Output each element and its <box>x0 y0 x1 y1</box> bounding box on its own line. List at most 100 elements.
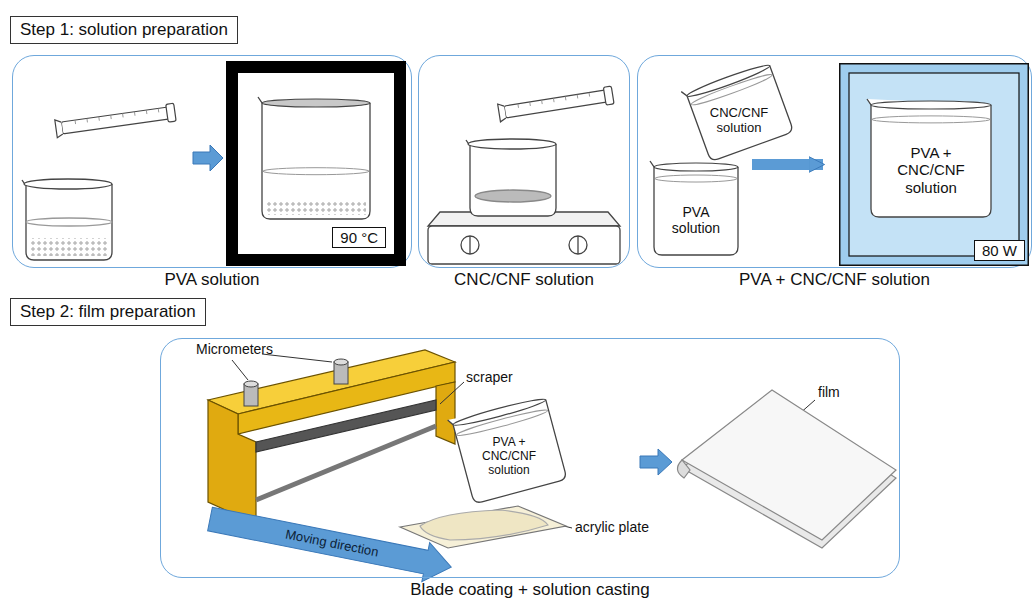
blade-coater <box>208 400 256 524</box>
tick-mark <box>589 93 591 97</box>
pva-beaker <box>22 179 112 260</box>
step-panel: CNC/CNF solution <box>418 55 630 268</box>
liquid-surface <box>263 168 369 175</box>
setting-tag: 90 °C <box>332 227 386 248</box>
tick-mark <box>86 118 88 122</box>
panel-caption: Blade coating + solution casting <box>141 580 919 600</box>
cnc-beaker <box>468 139 556 149</box>
step-label-box: Step 2: film preparation <box>10 298 206 326</box>
tick-mark <box>122 113 124 117</box>
part-label: Micrometers <box>196 341 273 357</box>
graduated-cylinder <box>166 103 176 122</box>
acrylic-plate <box>400 506 566 548</box>
oven-frame <box>226 61 406 266</box>
tick-mark <box>529 102 531 106</box>
beaker-rim <box>871 101 991 109</box>
tick-mark <box>98 117 100 121</box>
graduated-cylinder <box>55 103 176 138</box>
liquid-surface <box>690 72 773 108</box>
pva-beaker <box>22 180 112 260</box>
leader-line <box>440 382 464 404</box>
beaker-outline <box>448 394 567 505</box>
beaker-node: PVA + CNC/CNF solution <box>863 89 999 225</box>
beaker-label: PVA + CNC/CNF solution <box>879 144 983 196</box>
beaker-outline <box>258 97 370 219</box>
setting-tag: 80 W <box>974 240 1025 261</box>
beaker-node: CNC/CNF solution <box>687 63 791 157</box>
beaker-body <box>448 394 567 505</box>
bath-inner <box>849 73 1019 256</box>
graduated-cylinder <box>603 86 614 105</box>
acrylic-plate <box>400 506 566 548</box>
graduated-cylinder <box>75 108 159 124</box>
beaker-label: PVA + CNC/CNF solution <box>477 436 541 477</box>
beaker-rim <box>654 163 738 171</box>
beaker-body <box>258 97 370 219</box>
tick-mark <box>75 120 77 124</box>
liquid-surface <box>456 407 549 438</box>
cnc-beaker <box>466 139 556 216</box>
moving-direction-arrow <box>206 499 455 586</box>
stirrer-hotplate <box>469 236 470 254</box>
ultrasonic-bath-box: 80 W PVA + CNC/CNF solution <box>839 63 1029 266</box>
blade-coater <box>208 350 455 524</box>
tick-mark <box>158 108 160 112</box>
part-label: scraper <box>466 369 513 385</box>
tick-mark <box>517 104 519 108</box>
graduated-cylinder <box>518 93 590 108</box>
micrometer <box>334 359 348 365</box>
beaker-outline <box>681 60 793 163</box>
graduated-cylinder <box>61 107 172 134</box>
step-title: Step 1: solution preparation <box>20 20 228 40</box>
graduated-cylinder <box>498 103 507 122</box>
liquid-surface <box>655 175 737 182</box>
oven-chamber <box>238 73 394 254</box>
step-panel: PVA solution90 °C <box>12 55 412 268</box>
tick-mark <box>565 96 567 100</box>
oven-beaker-frame <box>258 97 370 219</box>
step-label-box: Step 1: solution preparation <box>10 16 238 44</box>
micrometer <box>244 359 348 406</box>
beaker-label: CNC/CNF solution <box>708 106 770 136</box>
pva-beaker <box>26 218 112 226</box>
beaker-body <box>867 99 991 217</box>
stirrer-hotplate <box>569 236 587 254</box>
film-sheet <box>677 460 690 478</box>
panel-caption: PVA solution <box>0 270 431 290</box>
stirrer-hotplate <box>577 236 578 254</box>
oven-beaker <box>258 97 370 219</box>
beaker-body <box>650 161 738 255</box>
blade-coater <box>436 382 455 444</box>
direction-label: Moving direction <box>284 526 380 559</box>
ultrasonic-bath <box>840 64 1029 266</box>
process-arrow <box>193 145 223 171</box>
liquid-surface <box>872 116 990 123</box>
cnc-beaker <box>466 140 556 216</box>
stirrer-hotplate <box>428 226 620 264</box>
stirrer-hotplate <box>428 212 620 264</box>
panel-caption: PVA + CNC/CNF solution <box>618 270 1035 290</box>
graduated-cylinder <box>55 119 63 138</box>
step-title: Step 2: film preparation <box>20 302 196 322</box>
part-label: film <box>818 384 840 400</box>
tick-mark <box>541 100 543 104</box>
powder <box>266 201 366 215</box>
stirrer-hotplate <box>461 236 479 254</box>
moving-direction-arrow <box>206 499 455 586</box>
tick-mark <box>553 98 555 102</box>
tick-mark <box>577 94 579 98</box>
cnc-beaker <box>475 190 551 202</box>
panel-caption: CNC/CNF solution <box>399 270 649 290</box>
pva-beaker <box>30 238 108 256</box>
process-arrow <box>193 145 223 171</box>
blade-coater <box>256 400 436 452</box>
graduated-cylinder <box>504 90 610 118</box>
acrylic-plate <box>420 510 548 540</box>
pva-beaker <box>24 179 112 189</box>
film-sheet <box>677 390 896 548</box>
tick-mark <box>134 112 136 116</box>
process-arrow <box>640 449 672 475</box>
beaker-body <box>681 60 793 163</box>
